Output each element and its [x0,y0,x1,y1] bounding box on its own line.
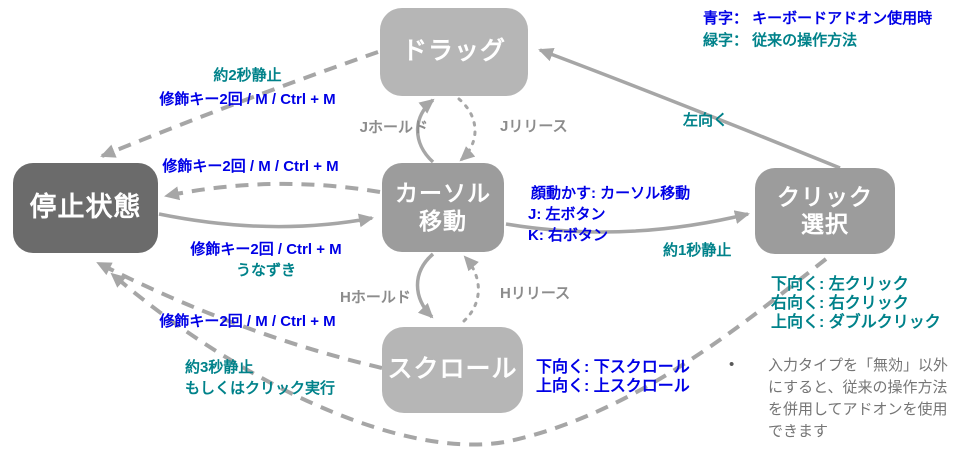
edge-cursor-to-scroll-hhold [415,252,435,319]
node-cursor-label-line2: 移動 [419,207,467,234]
label-j-release: Jリリース [500,118,568,135]
node-stop-label: 停止状態 [29,192,142,223]
node-drag: ドラッグ [380,8,528,96]
label-look-up-scroll-up: 上向く: 上スクロール [536,378,690,395]
label-nod: うなずき [235,262,296,279]
edge-cursor-to-stop [164,181,381,201]
edge-drag-to-cursor-jrelease [457,97,477,162]
edge-stop-to-cursor [158,212,374,229]
legend-green-text: 緑字： 従来の操作方法 [703,32,858,49]
node-click-label-line1: クリック [777,183,873,210]
label-k-right-button: K: 右ボタン [528,227,608,244]
edge-cursor-to-click [505,210,750,234]
label-modifier-cursor-to-stop: 修飾キー2回 / M / Ctrl + M [162,158,339,175]
note-line-1: 入力タイプを「無効」以外 [768,357,949,374]
node-cursor-move: カーソル 移動 [382,163,504,252]
label-or-click-exec: もしくはクリック実行 [185,380,336,397]
node-click-label-line2: 選択 [801,211,849,237]
note-line-4: できます [768,423,829,440]
note-line-2: にすると、従来の操作方法 [768,379,948,396]
label-look-up-double-click: 上向く: ダブルクリック [771,314,941,331]
node-cursor-label-line1: カーソル [395,180,491,207]
legend-blue-text: 青字： キーボードアドオン使用時 [703,10,933,27]
edge-cursor-to-drag-jhold [416,98,435,164]
node-drag-label: ドラッグ [401,37,506,66]
label-look-left: 左向く [683,112,729,129]
note-bullet: • [729,356,735,373]
label-still-1s: 約1秒静止 [663,242,732,259]
label-modifier-scroll-to-stop: 修飾キー2回 / M / Ctrl + M [159,313,336,330]
label-modifier-stop-to-cursor: 修飾キー2回 / Ctrl + M [190,241,342,258]
edge-scroll-to-cursor-hrelease [462,255,480,323]
node-scroll-label: スクロール [387,355,518,384]
node-scroll: スクロール [382,327,523,413]
label-look-down-left-click: 下向く: 左クリック [771,276,909,293]
node-stop-state: 停止状態 [13,163,158,253]
label-h-release: Hリリース [500,285,571,302]
note-line-3: を併用してアドオンを使用 [768,401,948,418]
label-look-down-scroll-down: 下向く: 下スクロール [536,359,690,376]
label-look-right-right-click: 右向く: 右クリック [771,295,909,312]
label-still-3s: 約3秒静止 [185,359,254,376]
label-move-face: 顔動かす: カーソル移動 [531,185,691,202]
label-modifier-drag-to-stop: 修飾キー2回 / M / Ctrl + M [159,91,336,108]
note-text: 入力タイプを「無効」以外 にすると、従来の操作方法 を併用してアドオンを使用 で… [768,355,958,443]
label-j-left-button: J: 左ボタン [528,206,606,223]
label-h-hold: Hホールド [340,289,411,306]
label-still-2s: 約2秒静止 [213,67,282,84]
label-j-hold: Jホールド [359,119,428,136]
node-click-select: クリック 選択 [755,168,895,254]
edge-click-to-drag [538,48,841,170]
